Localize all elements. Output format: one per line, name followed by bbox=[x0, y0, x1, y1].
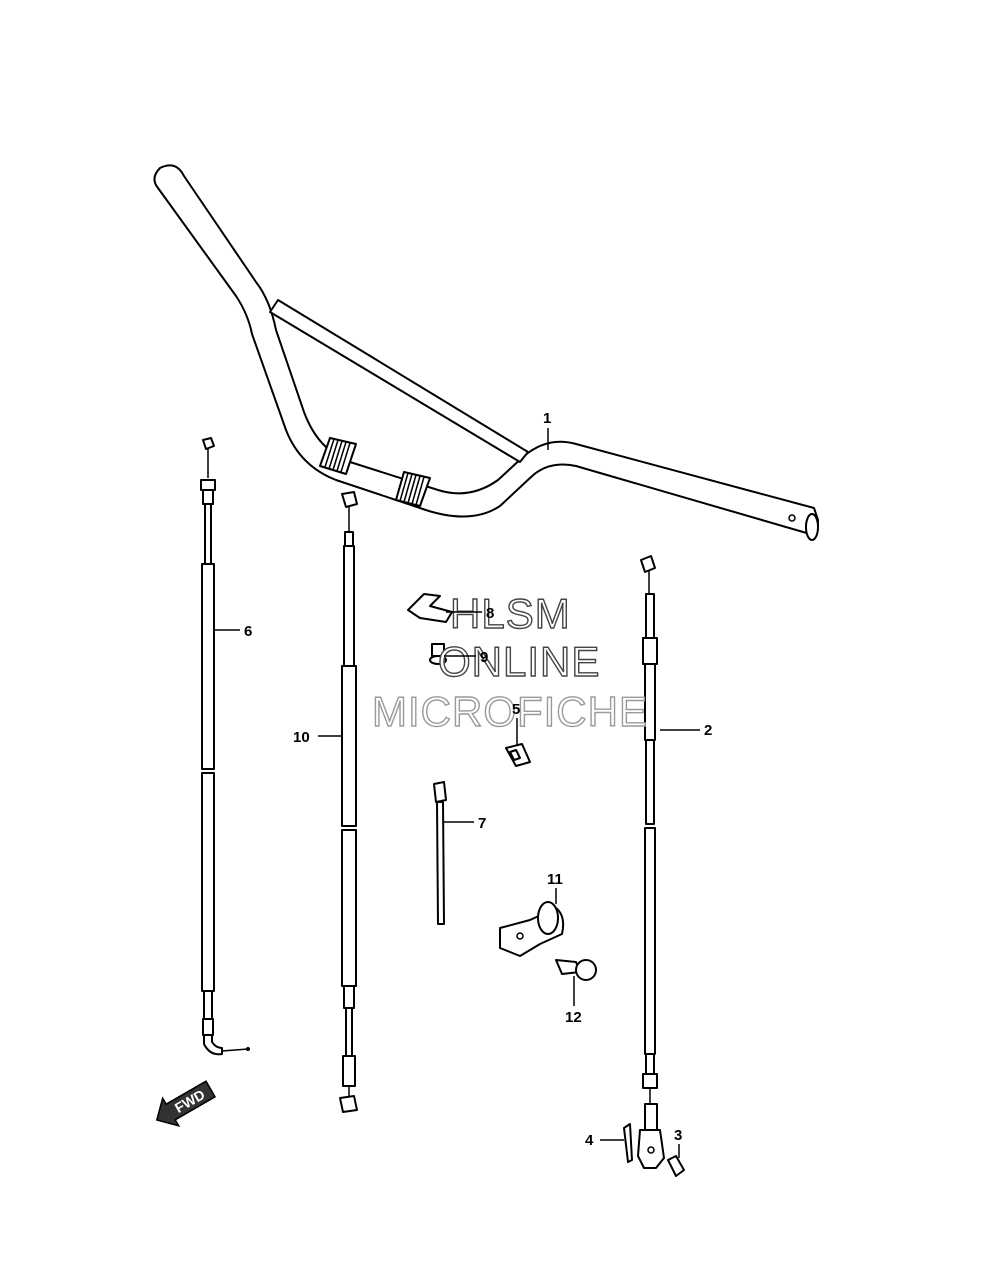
callout-2: 2 bbox=[704, 722, 712, 739]
small-screw[interactable] bbox=[429, 643, 447, 665]
callout-1: 1 bbox=[543, 410, 551, 427]
callout-5: 5 bbox=[512, 701, 520, 718]
clutch-cable[interactable] bbox=[339, 491, 358, 1113]
fwd-arrow-icon: FWD bbox=[155, 1080, 217, 1128]
callout-10: 10 bbox=[293, 729, 310, 746]
cable-clevis[interactable] bbox=[637, 1129, 665, 1169]
bracket-bolt[interactable] bbox=[555, 959, 597, 981]
wire-clip[interactable] bbox=[407, 593, 453, 623]
callout-9: 9 bbox=[480, 649, 488, 666]
grip-ring-left bbox=[319, 437, 357, 475]
brake-cable[interactable] bbox=[640, 555, 658, 1131]
pin-part[interactable] bbox=[667, 1155, 685, 1177]
callout-7: 7 bbox=[478, 815, 486, 832]
callout-12: 12 bbox=[565, 1009, 582, 1026]
cable-clamp[interactable] bbox=[505, 743, 531, 767]
cable-bracket[interactable] bbox=[499, 901, 565, 957]
cotter-pin[interactable] bbox=[623, 1123, 633, 1163]
callout-6: 6 bbox=[244, 623, 252, 640]
watermark-line3: MICROFICHE bbox=[372, 688, 648, 735]
leader-lines bbox=[214, 428, 700, 1158]
callout-11: 11 bbox=[547, 871, 563, 888]
watermark-line2: ONLINE bbox=[438, 638, 600, 685]
grip-ring-right bbox=[395, 471, 431, 507]
callout-4: 4 bbox=[585, 1132, 594, 1149]
callout-3: 3 bbox=[674, 1127, 682, 1144]
watermark-line1: HLSM bbox=[450, 590, 571, 637]
callout-labels: 1 2 3 4 5 6 7 8 9 10 11 12 bbox=[244, 410, 712, 1149]
watermark: HLSM ONLINE MICROFICHE bbox=[371, 589, 648, 735]
throttle-cable[interactable] bbox=[200, 437, 250, 1056]
handlebar[interactable] bbox=[153, 164, 819, 541]
cable-tie[interactable] bbox=[433, 781, 447, 925]
callout-8: 8 bbox=[486, 605, 494, 622]
